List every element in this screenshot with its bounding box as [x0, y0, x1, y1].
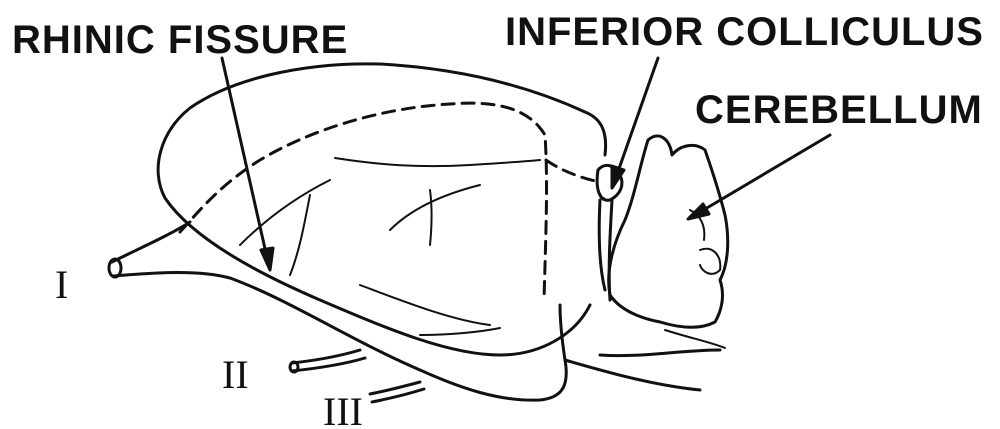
ventral-outline: [230, 278, 566, 400]
label-nerve-two: II: [222, 355, 249, 395]
cerebellum-lobe-1: [700, 249, 720, 274]
inferior-colliculus-arrow: [615, 58, 658, 180]
label-nerve-three: III: [323, 392, 363, 429]
cerebrum-outline: [158, 64, 606, 355]
sulcus-5: [290, 195, 310, 275]
cerebellum-outline: [609, 136, 728, 327]
sulcus-3: [390, 185, 480, 230]
label-cerebellum: CEREBELLUM: [695, 90, 983, 130]
sulcus-7: [420, 328, 500, 335]
olfactory-bulb: [112, 222, 190, 262]
dashed-contour: [180, 103, 547, 300]
olfactory-bulb-lower: [114, 273, 230, 279]
cerebellum-fold: [665, 330, 725, 348]
brainstem-outline: [565, 360, 700, 390]
label-rhinic-fissure: RHINIC FISSURE: [12, 20, 348, 60]
label-inferior-colliculus: INFERIOR COLLICULUS: [505, 12, 984, 52]
midbrain-line: [599, 200, 605, 290]
medulla-line: [600, 350, 720, 356]
sulcus-1: [240, 180, 330, 245]
sulcus-4: [430, 190, 432, 245]
rhinic-fissure-arrowhead: [261, 248, 273, 270]
sulcus-6: [360, 285, 490, 325]
nerve-two-tip: [290, 362, 298, 372]
label-nerve-one: I: [55, 265, 68, 305]
dashed-branch: [546, 160, 600, 182]
sulcus-2: [335, 158, 540, 166]
cerebellum-arrow: [695, 135, 830, 215]
nerve-two-b: [292, 358, 365, 371]
